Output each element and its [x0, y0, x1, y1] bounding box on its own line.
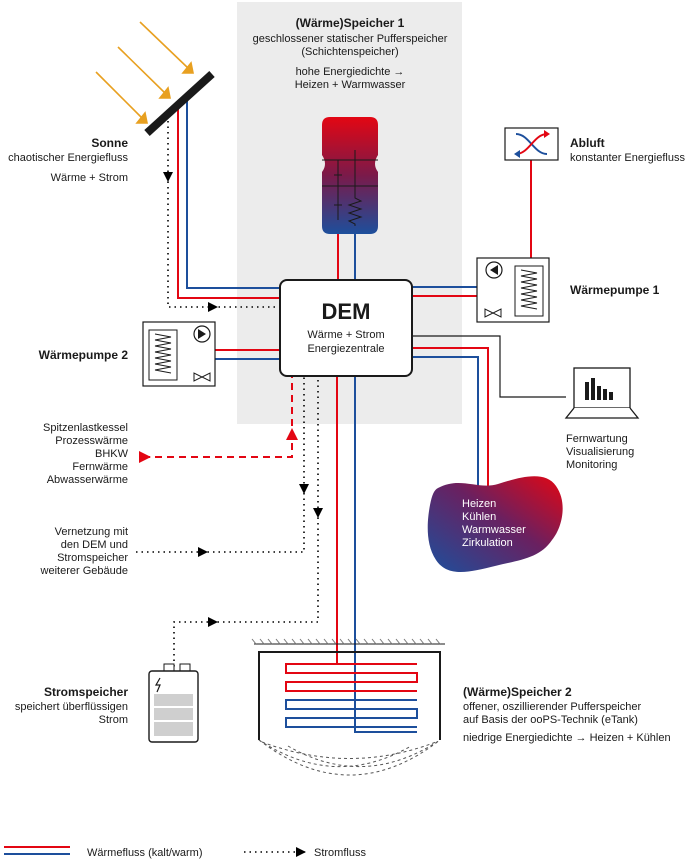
peak-load-arrow-up: [286, 428, 298, 440]
sun-title: Sonne: [91, 136, 128, 150]
heatpump2-title: Wärmepumpe 2: [39, 348, 129, 362]
pipe-consumer-red: [412, 347, 489, 489]
exhaust-icon: [504, 127, 559, 161]
dem-desc1: Wärme + Strom: [307, 329, 384, 341]
peak-desc4: Fernwärme: [72, 461, 128, 473]
network-desc1: Vernetzung mit: [55, 526, 128, 538]
power-sun-arrow-down: [163, 172, 173, 182]
storage1-title: (Wärme)Speicher 1: [296, 16, 405, 30]
solar-panel: [144, 71, 215, 136]
pipe-remote-line: [412, 335, 566, 398]
power-network-arrow: [198, 547, 208, 557]
laptop-icon: [564, 367, 640, 419]
storage1-desc4: Heizen + Warmwasser: [295, 79, 406, 91]
consumers-desc2: Kühlen: [462, 511, 496, 523]
storage1-desc1: geschlossener statischer Pufferspeicher: [253, 33, 448, 45]
battery-title: Stromspeicher: [44, 685, 128, 699]
storage1-tank: [322, 117, 378, 234]
peak-desc1: Spitzenlastkessel: [43, 422, 128, 434]
heatpump1-title: Wärmepumpe 1: [570, 283, 660, 297]
power-sun-dem: [167, 110, 277, 308]
remote-desc3: Monitoring: [566, 459, 617, 471]
power-battery: [173, 376, 319, 672]
heatpump2-icon: [142, 321, 216, 387]
power-sun-arrow-right: [208, 302, 218, 312]
dem-box: [279, 279, 413, 377]
peak-desc5: Abwasserwärme: [47, 474, 128, 486]
power-battery-arrow: [208, 617, 218, 627]
battery-icon: [148, 663, 199, 743]
storage2-desc1: offener, oszillierender Pufferspeicher: [463, 701, 641, 713]
consumers-desc1: Heizen: [462, 498, 496, 510]
legend-heat-label: Wärmefluss (kalt/warm): [87, 847, 203, 859]
remote-desc1: Fernwartung: [566, 433, 628, 445]
storage2-desc2: auf Basis der ooPS-Technik (eTank): [463, 714, 638, 726]
consumers-blob: [427, 476, 563, 572]
storage2-desc3: niedrige Energiedichte → Heizen + Kühlen: [463, 732, 671, 744]
storage1-desc3: hohe Energiedichte →: [296, 66, 405, 78]
peak-load-arrow-left: [139, 451, 151, 463]
pipe-consumer-blue: [412, 356, 479, 489]
network-desc3: Stromspeicher: [57, 552, 128, 564]
network-desc4: weiterer Gebäude: [40, 565, 128, 577]
consumers-desc4: Zirkulation: [462, 537, 513, 549]
heatpump1-icon: [476, 257, 550, 323]
storage2-title: (Wärme)Speicher 2: [463, 685, 572, 699]
power-network: [136, 376, 305, 553]
pipe-sun-blue: [186, 97, 281, 289]
dem-title: DEM: [322, 299, 371, 324]
peak-desc2: Prozesswärme: [55, 435, 128, 447]
power-battery-arrow-down: [313, 508, 323, 518]
consumers-desc3: Warmwasser: [462, 524, 526, 536]
dem-desc2: Energiezentrale: [307, 343, 384, 355]
power-network-arrow-down: [299, 484, 309, 494]
legend-power-label: Stromfluss: [314, 847, 366, 859]
sun-rays: [95, 21, 194, 124]
battery-desc1: speichert überflüssigen: [15, 701, 128, 713]
exhaust-desc1: konstanter Energiefluss: [570, 152, 685, 164]
peak-desc3: BHKW: [95, 448, 129, 460]
storage2-tank: [251, 638, 445, 776]
legend-power-arrow: [296, 847, 306, 857]
sun-desc2: Wärme + Strom: [51, 172, 128, 184]
exhaust-title: Abluft: [570, 136, 605, 150]
peak-load-flow: [143, 376, 293, 458]
battery-desc2: Strom: [99, 714, 128, 726]
sun-desc1: chaotischer Energiefluss: [8, 152, 128, 164]
network-desc2: den DEM und: [61, 539, 128, 551]
storage1-desc2: (Schichtenspeicher): [301, 46, 398, 58]
pipe-storage2-blue: [354, 376, 417, 733]
pipe-sun-red: [177, 103, 281, 299]
remote-desc2: Visualisierung: [566, 446, 634, 458]
